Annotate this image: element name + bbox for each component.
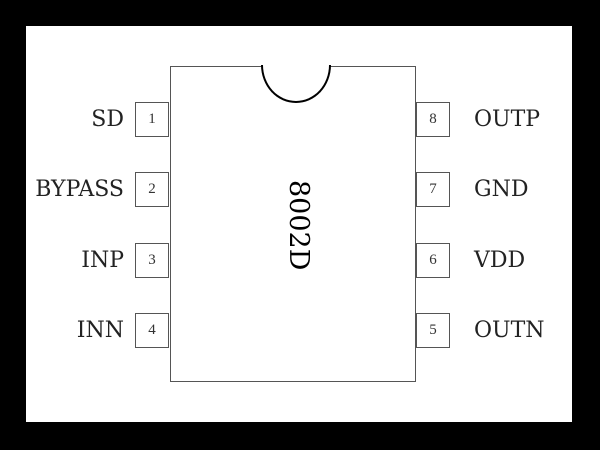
pin-8-box: 8 <box>416 102 450 137</box>
pin-6-label: VDD <box>474 248 526 273</box>
pin-6-box: 6 <box>416 243 450 278</box>
pin-4-box: 4 <box>135 313 169 348</box>
pin-3-label: INP <box>81 248 124 273</box>
chip-body <box>170 65 416 382</box>
pin-2-label: BYPASS <box>35 177 124 202</box>
chip-part-number: 8002D <box>283 180 314 271</box>
pin-1-label: SD <box>91 107 124 132</box>
pin-1-box: 1 <box>135 102 169 137</box>
pin-5-box: 5 <box>416 313 450 348</box>
pin-5-label: OUTN <box>474 318 545 343</box>
pin-7-label: GND <box>474 177 529 202</box>
pin-3-box: 3 <box>135 243 169 278</box>
pin-4-label: INN <box>76 318 124 343</box>
pin1-notch <box>261 65 331 103</box>
pin-8-label: OUTP <box>474 107 541 132</box>
pin-7-box: 7 <box>416 172 450 207</box>
pin-2-box: 2 <box>135 172 169 207</box>
